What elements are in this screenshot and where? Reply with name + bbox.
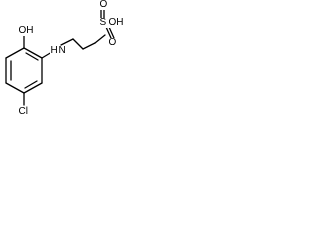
ring-double-bond: [24, 80, 38, 89]
amine-n-label: N: [58, 45, 67, 56]
sulfonyl-oxygen-bottom-label: O: [108, 37, 117, 48]
sulfonyl-bottom-bond: [105, 26, 112, 39]
amine-h-label: H: [50, 45, 59, 56]
ring-bond: [5, 82, 25, 94]
hydroxyl-label: OH: [18, 25, 34, 36]
ring-bond: [23, 47, 43, 59]
chain-bond: [60, 38, 74, 46]
chain-bond: [72, 38, 84, 50]
sulfonyl-bottom-bond: [108, 26, 115, 39]
chain-bond: [94, 34, 106, 44]
chemical-structure-canvas: OH H N Cl S OH O O: [0, 0, 130, 140]
sulfonyl-oxygen-top-label: O: [99, 0, 108, 10]
ring-bond: [5, 47, 25, 59]
ring-double-bond: [25, 52, 39, 61]
chain-bond: [82, 42, 96, 50]
ring-bond: [23, 82, 43, 94]
sulfur-label: S: [99, 17, 107, 28]
chemical-structure-bonds: [5, 6, 115, 106]
sulfonic-oh-label: OH: [108, 17, 124, 28]
chloro-label: Cl: [18, 106, 29, 117]
